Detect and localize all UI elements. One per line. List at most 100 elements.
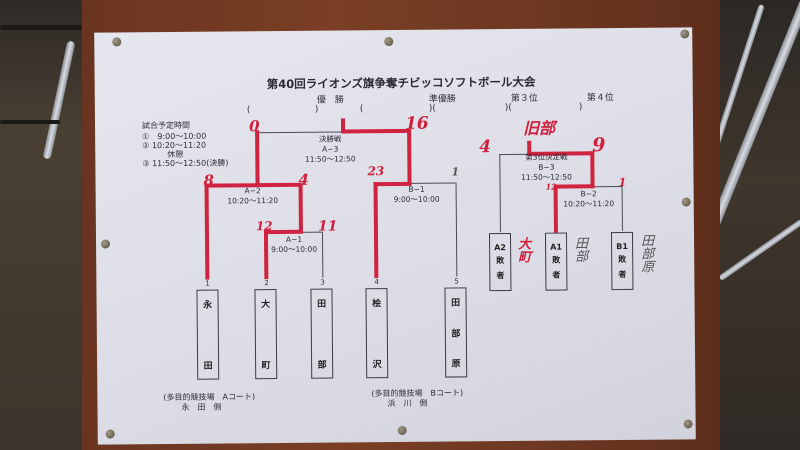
- score-final-left: 0: [248, 117, 260, 136]
- match-a1: A−1 9:00〜10:00: [261, 235, 327, 256]
- match-final-code: A−3: [322, 144, 339, 154]
- b2-line: [621, 186, 623, 232]
- score-third-left: 4: [479, 137, 492, 158]
- consolation-label: A2: [494, 242, 507, 252]
- handwritten-note: 田部原: [637, 233, 654, 273]
- consolation-label: A1: [550, 242, 563, 252]
- score-a2-right: 4: [298, 170, 310, 189]
- seed-number: 2: [264, 279, 269, 288]
- score-a2-left: 8: [203, 171, 215, 190]
- team-name-mid: 部: [451, 328, 461, 340]
- match-a2: A−2 10:20〜11:20: [218, 186, 288, 207]
- placing-paren: ): [578, 102, 583, 113]
- schedule-heading: 試合予定時間: [141, 120, 191, 131]
- pin: [680, 29, 690, 39]
- match-b1: B−1 9:00〜10:00: [384, 185, 450, 206]
- match-a1-time: 9:00〜10:00: [271, 244, 318, 255]
- winner-line: [255, 130, 260, 187]
- winner-line: [298, 182, 303, 233]
- team-box: 大 町: [254, 289, 278, 380]
- match-a2-code: A−2: [244, 186, 261, 196]
- placing-paren: ): [314, 104, 319, 115]
- match-third: 第3位決定戦 B−3 11:50〜12:50: [511, 152, 581, 183]
- pin: [681, 197, 691, 207]
- match-a2-time: 10:20〜11:20: [227, 196, 279, 206]
- placing-paren: (: [359, 104, 364, 115]
- consolation-bottom: 者: [618, 270, 627, 280]
- placing-label-1st: 優 勝: [316, 95, 344, 106]
- match-final-name: 決勝戦: [318, 134, 342, 144]
- match-final: 決勝戦 A−3 11:50〜12:50: [300, 134, 360, 165]
- third-winner-note: 旧部: [522, 118, 556, 138]
- team-box: 永 田: [196, 289, 220, 380]
- team-name-bottom: 部: [317, 360, 327, 371]
- team-name-bottom: 田: [203, 361, 213, 372]
- match-b1-code: B−1: [408, 184, 425, 194]
- score-a1-left: 12: [255, 219, 273, 234]
- team-box: 田 部: [310, 288, 334, 379]
- match-b2-code: B−2: [580, 189, 597, 199]
- score-a1-right: 11: [317, 218, 338, 235]
- score-b2-right: 1: [618, 175, 627, 190]
- placing-paren: (: [246, 105, 251, 116]
- match-a1-code: A−1: [285, 234, 303, 244]
- winner-line: [204, 183, 210, 280]
- consolation-bottom: 者: [552, 270, 561, 280]
- score-b2-left: 12: [545, 181, 557, 192]
- placing-label-3rd: 第３位: [510, 93, 538, 104]
- match-b1-time: 9:00〜10:00: [393, 194, 440, 205]
- match-third-code: B−3: [538, 162, 555, 172]
- pin: [101, 239, 111, 249]
- consolation-mid: 敗: [552, 256, 561, 266]
- background-right-chairs: [695, 0, 800, 450]
- pin: [105, 429, 115, 439]
- pin: [397, 425, 407, 435]
- match-final-time: 11:50〜12:50: [304, 154, 356, 164]
- consolation-box-a1: A1 敗 者: [544, 232, 568, 291]
- third-line: [499, 154, 501, 233]
- table-edge: [0, 25, 90, 30]
- team-name-bottom: 町: [261, 361, 271, 372]
- seed-number: 1: [205, 279, 210, 288]
- score-b1-right: 1: [451, 165, 460, 179]
- venue-a-line2: 永 田 側: [181, 402, 222, 412]
- seed-number: 3: [320, 278, 325, 287]
- pin: [384, 37, 394, 47]
- consolation-box-a2: A2 敗 者: [488, 232, 512, 292]
- chair-leg: [42, 40, 76, 160]
- handwritten-note: 田部: [572, 236, 588, 263]
- winner-line: [373, 182, 379, 279]
- team-box: 桧 沢: [365, 288, 389, 379]
- winner-line: [407, 128, 412, 185]
- consolation-mid: 敗: [618, 255, 627, 265]
- placing-label-4th: 第４位: [586, 93, 614, 104]
- team-name-top: 桧: [372, 299, 382, 310]
- match-b2-time: 10:20〜11:20: [563, 199, 615, 209]
- team-box: 田 部 原: [444, 287, 468, 378]
- winner-line: [340, 118, 346, 133]
- winner-line: [341, 128, 412, 134]
- consolation-box-b1: B1 敗 者: [610, 231, 634, 291]
- placing-paren: )(: [504, 102, 512, 114]
- handwritten-note: 大町: [515, 236, 531, 263]
- team-name-bottom: 原: [451, 359, 461, 370]
- team-name-top: 永: [203, 300, 213, 311]
- placing-paren: )(: [428, 103, 436, 114]
- consolation-label: B1: [616, 241, 628, 251]
- score-b1-left: 23: [367, 164, 385, 179]
- pin: [112, 37, 122, 47]
- poster-title: 第40回ライオンズ旗争奪チビッコソフトボール大会: [266, 74, 536, 92]
- chair-brace: [718, 218, 800, 282]
- match-third-name: 第3位決定戦: [525, 152, 568, 162]
- score-final-right: 16: [404, 113, 429, 134]
- team-name-top: 田: [451, 298, 461, 309]
- team-name-top: 大: [261, 300, 271, 311]
- match-b2: B−2 10:20〜11:20: [556, 189, 622, 210]
- table-rail: [0, 120, 60, 124]
- consolation-bottom: 者: [496, 271, 505, 281]
- score-third-right: 9: [592, 134, 606, 157]
- consolation-mid: 敗: [496, 256, 505, 266]
- team-name-top: 田: [317, 299, 327, 310]
- team-name-bottom: 沢: [372, 360, 382, 371]
- schedule-item-3: ③ 11:50〜12:50(決勝): [142, 158, 229, 169]
